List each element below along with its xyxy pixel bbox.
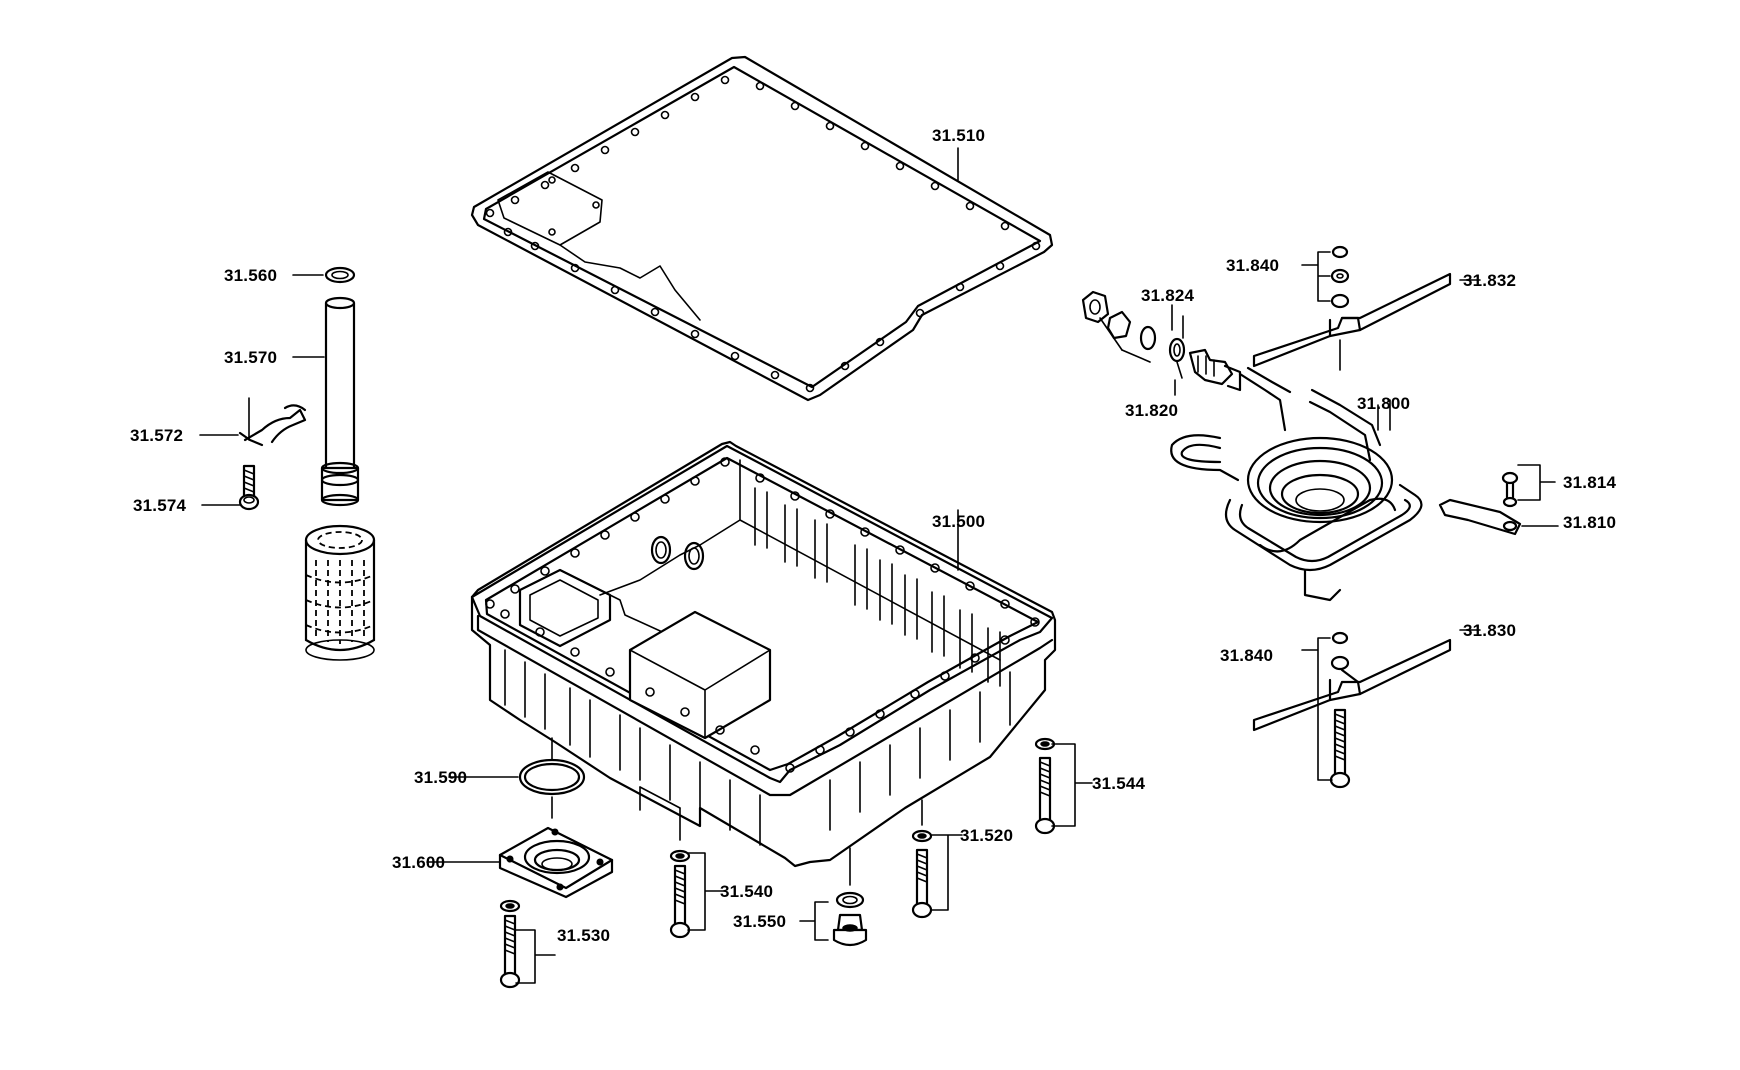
callout-31510: 31.510: [932, 126, 986, 145]
gasket-bolt-holes: [485, 75, 1041, 393]
oil-pan: [470, 440, 1057, 868]
oil-pan-bolt-holes: [485, 457, 1040, 773]
fitting-stack: [1081, 290, 1242, 392]
drain-plug: [832, 891, 868, 947]
oil-cooler-coil: [1170, 366, 1423, 602]
callout-31600: 31.600: [392, 853, 446, 872]
cover-bolt: [499, 899, 521, 989]
callout-31570: 31.570: [224, 348, 278, 367]
callout-31832: 31.832: [1463, 271, 1517, 290]
lower-bracket: [1252, 631, 1452, 789]
callout-31814: 31.814: [1563, 473, 1617, 492]
upper-bracket: [1252, 245, 1452, 371]
o-ring: [518, 758, 586, 796]
cover-plate: [498, 826, 614, 899]
callout-31830: 31.830: [1463, 621, 1517, 640]
filter-element: [304, 524, 376, 661]
callout-31500: 31.500: [932, 512, 986, 531]
small-bracket: [1438, 471, 1522, 536]
callout-31590: 31.590: [414, 768, 468, 787]
callout-31572: 31.572: [130, 426, 184, 445]
callout-31540: 31.540: [720, 882, 774, 901]
callout-31550: 31.550: [733, 912, 787, 931]
oil-pan-side-ribs: [504, 649, 1011, 846]
retaining-clip: [238, 397, 307, 447]
callout-31574: 31.574: [133, 496, 187, 515]
clip-screw: [238, 464, 260, 511]
callout-31840-lower: 31.840: [1220, 646, 1274, 665]
oil-pan-gasket: [470, 55, 1054, 402]
callout-31800: 31.800: [1357, 394, 1411, 413]
leader-lines: [199, 251, 1559, 984]
suction-tube-assembly: [320, 266, 360, 507]
callout-31824: 31.824: [1141, 286, 1195, 305]
callout-31530: 31.530: [557, 926, 611, 945]
callout-31544: 31.544: [1092, 774, 1146, 793]
oil-pan-ribs: [754, 487, 1001, 687]
callout-31810: 31.810: [1563, 513, 1617, 532]
callout-31520: 31.520: [960, 826, 1014, 845]
callout-31560: 31.560: [224, 266, 278, 285]
pan-bolt-right: [1034, 737, 1056, 835]
callout-31820: 31.820: [1125, 401, 1179, 420]
pan-bolt-mid: [911, 829, 933, 919]
oil-pan-ports: [650, 535, 705, 571]
callout-31840-upper: 31.840: [1226, 256, 1280, 275]
pan-bolt-front: [669, 849, 691, 939]
